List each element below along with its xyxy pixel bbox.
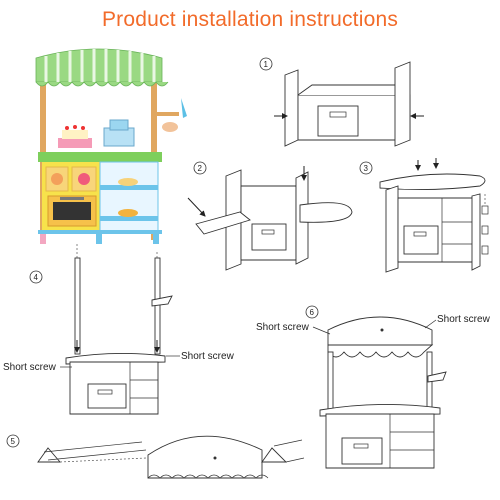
step-6-short-screw-label-right: Short screw [437,314,491,325]
product-photo [35,48,187,244]
step-6-number: 6 [310,308,315,317]
step-2-diagram: 2 [187,161,353,271]
step-3-diagram: 3 [359,158,489,273]
step-4-number: 4 [34,273,39,282]
page-title: Product installation instructions [101,8,399,31]
step-6-diagram: 6 Short screw Short screw [256,305,491,469]
step-5-number: 5 [11,437,16,446]
step-2-number: 2 [198,164,203,173]
step-3-number: 3 [364,164,369,173]
step-4-diagram: 4 Short screw Short screw [3,244,235,415]
step-6-short-screw-label-left: Short screw [256,322,310,333]
step-4-short-screw-label-left: Short screw [3,362,57,373]
step-1-number: 1 [264,60,269,69]
step-5-diagram: 5 [6,434,305,479]
step-1-diagram: 1 [259,57,424,147]
step-4-short-screw-label-right: Short screw [181,351,235,362]
